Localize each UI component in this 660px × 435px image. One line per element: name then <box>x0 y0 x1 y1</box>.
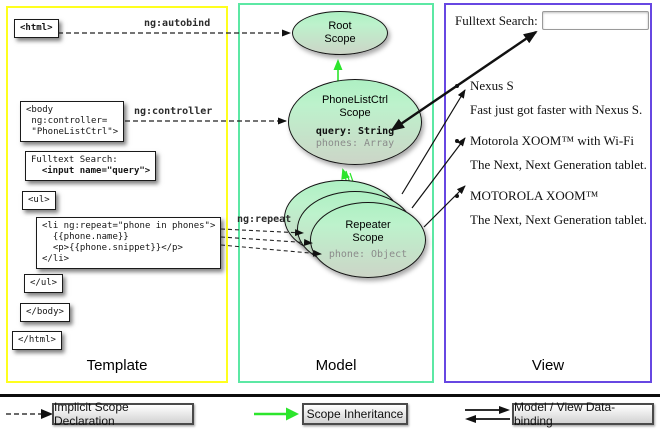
repeater-scope-ellipse: Repeater Scope phone: Object <box>310 202 426 278</box>
phone-snippet: The Next, Next Generation tablet. <box>470 157 647 172</box>
code-ul-close-text: </ul> <box>30 278 58 288</box>
repeater-scope-title: Repeater Scope <box>345 219 391 244</box>
implicit-scope-arrow-icon <box>6 409 53 419</box>
code-body-open-text: <body ng:controller= "PhoneListCtrl"> <box>26 105 119 137</box>
code-body-open: <body ng:controller= "PhoneListCtrl"> <box>20 101 125 142</box>
root-scope-title: Root Scope <box>324 20 356 45</box>
view-search-label: Fulltext Search: <box>455 13 538 28</box>
code-ul-close: </ul> <box>24 274 64 293</box>
code-li-repeat-text: <li ng:repeat="phone in phones"> {{phone… <box>42 221 216 264</box>
template-column-title: Template <box>86 357 148 374</box>
list-item: Motorola XOOM™ with Wi-Fi The Next, Next… <box>470 133 650 173</box>
phone-snippet: The Next, Next Generation tablet. <box>470 212 647 227</box>
root-scope-ellipse: Root Scope <box>292 11 388 55</box>
phone-title: MOTOROLA XOOM™ <box>470 188 599 203</box>
code-ul-open: <ul> <box>22 191 56 210</box>
legend-databinding: Model / View Data-binding <box>512 400 654 428</box>
legend-scope-inheritance: Scope Inheritance <box>302 403 408 425</box>
label-ng-controller: ng:controller <box>134 106 213 117</box>
list-item: Nexus S Fast just got faster with Nexus … <box>470 78 650 118</box>
code-html-close: </html> <box>12 331 62 350</box>
phone-snippet: Fast just got faster with Nexus S. <box>470 102 643 117</box>
legend-separator <box>0 394 660 397</box>
code-html-close-text: </html> <box>18 335 56 345</box>
phone-title: Nexus S <box>470 78 514 93</box>
code-fulltext: Fulltext Search: <input name="query"> <box>25 151 157 181</box>
databinding-arrows-icon <box>465 406 510 423</box>
phonelistctrl-scope-title: PhoneListCtrl Scope <box>321 94 389 119</box>
repeater-phone: phone: Object <box>328 249 408 260</box>
code-ul-open-text: <ul> <box>28 195 50 205</box>
view-phone-list: Nexus S Fast just got faster with Nexus … <box>452 78 650 243</box>
code-body-close: </body> <box>20 303 70 322</box>
model-column-title: Model <box>315 357 357 374</box>
code-html-open: <html> <box>14 19 59 38</box>
view-column-title: View <box>531 357 565 374</box>
list-item: MOTOROLA XOOM™ The Next, Next Generation… <box>470 188 650 228</box>
view-search-input[interactable] <box>542 11 649 30</box>
scope-inheritance-arrow-icon <box>254 407 299 421</box>
phone-title: Motorola XOOM™ with Wi-Fi <box>470 133 635 148</box>
code-li-repeat: <li ng:repeat="phone in phones"> {{phone… <box>36 217 222 269</box>
legend-implicit-scope: Implicit Scope Declaration <box>52 400 194 428</box>
code-fulltext-label: Fulltext Search: <box>31 155 118 165</box>
phonelistctrl-query: query: String <box>315 126 395 137</box>
code-fulltext-input: <input name="query"> <box>31 166 151 176</box>
label-ng-autobind: ng:autobind <box>144 18 211 29</box>
code-body-close-text: </body> <box>26 307 64 317</box>
template-column <box>6 6 228 383</box>
phonelistctrl-phones: phones: Array <box>315 138 395 149</box>
label-ng-repeat: ng:repeat <box>237 214 292 225</box>
code-html-open-text: <html> <box>20 23 53 33</box>
phonelistctrl-scope-ellipse: PhoneListCtrl Scope query: String phones… <box>288 79 422 165</box>
